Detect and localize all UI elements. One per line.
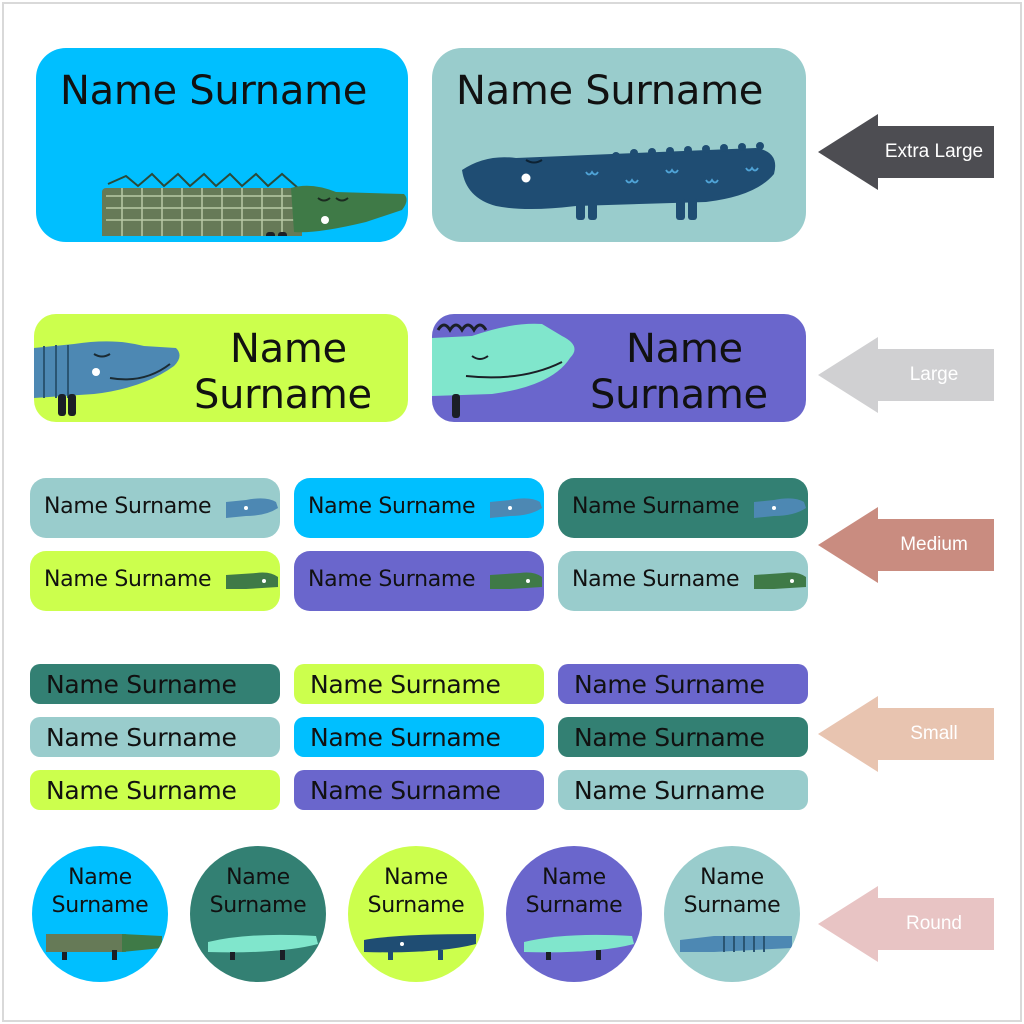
label-name-text: Name Surname [574, 670, 765, 699]
label-surname: Surname [683, 893, 781, 918]
size-arrow-small: Small [818, 696, 994, 772]
crocodile-illustration [102, 172, 407, 236]
crocodile-illustration [34, 341, 180, 416]
small-label: Name Surname [294, 664, 544, 704]
label-name-text: Name Surname [46, 723, 237, 752]
label-name-text: Name Surname [572, 567, 740, 592]
medium-label: Name Surname [294, 478, 544, 538]
crocodile-illustration [432, 323, 575, 418]
medium-label: Name Surname [558, 478, 808, 538]
round-label: Name Surname [348, 846, 484, 982]
label-surname: Surname [590, 372, 768, 418]
label-first-name: Name [626, 326, 743, 372]
round-label: Name Surname [32, 846, 168, 982]
large-label-purple: Name Surname [432, 314, 806, 422]
label-first-name: Name [700, 865, 764, 890]
label-name-text: Name Surname [310, 776, 501, 805]
small-label: Name Surname [30, 664, 280, 704]
label-first-name: Name [68, 865, 132, 890]
medium-label: Name Surname [30, 551, 280, 611]
small-label: Name Surname [30, 770, 280, 810]
small-label: Name Surname [30, 717, 280, 757]
round-label: Name Surname [190, 846, 326, 982]
label-name-text: Name Surname [456, 68, 764, 114]
crocodile-icon [490, 498, 542, 518]
small-label: Name Surname [294, 717, 544, 757]
round-label: Name Surname [664, 846, 800, 982]
label-name-text: Name Surname [46, 776, 237, 805]
small-label: Name Surname [294, 770, 544, 810]
crocodile-icon [46, 934, 162, 960]
label-surname: Surname [194, 372, 372, 418]
small-label: Name Surname [558, 770, 808, 810]
label-name-text: Name Surname [310, 670, 501, 699]
label-name-text: Name Surname [44, 494, 212, 519]
crocodile-icon [208, 934, 318, 960]
size-label: Extra Large [884, 141, 984, 162]
label-name-text: Name Surname [310, 723, 501, 752]
crocodile-icon [490, 572, 542, 589]
label-surname: Surname [367, 893, 465, 918]
crocodile-icon [524, 934, 634, 960]
label-name-text: Name Surname [308, 494, 476, 519]
label-name-text: Name Surname [574, 723, 765, 752]
label-first-name: Name [542, 865, 606, 890]
label-name-text: Name Surname [60, 68, 368, 114]
label-first-name: Name [384, 865, 448, 890]
crocodile-icon [226, 498, 278, 518]
crocodile-illustration [462, 142, 776, 220]
crocodile-icon [226, 572, 278, 589]
label-first-name: Name [230, 326, 347, 372]
label-first-name: Name [226, 865, 290, 890]
size-label: Small [910, 723, 958, 744]
crocodile-icon [364, 934, 476, 960]
size-arrow-extra-large: Extra Large [818, 114, 994, 190]
crocodile-icon [754, 498, 806, 518]
crocodile-icon [754, 572, 806, 589]
size-label: Large [909, 364, 959, 385]
label-name-text: Name Surname [308, 567, 476, 592]
label-name-text: Name Surname [574, 776, 765, 805]
small-label: Name Surname [558, 717, 808, 757]
xl-label-sage: Name Surname [432, 48, 806, 242]
size-arrow-large: Large [818, 337, 994, 413]
large-label-lime: Name Surname [34, 314, 408, 422]
label-name-text: Name Surname [46, 670, 237, 699]
medium-label: Name Surname [30, 478, 280, 538]
size-label: Round [906, 913, 962, 934]
size-arrow-medium: Medium [818, 507, 994, 583]
medium-label: Name Surname [294, 551, 544, 611]
label-surname: Surname [209, 893, 307, 918]
size-arrow-round: Round [818, 886, 994, 962]
label-surname: Surname [51, 893, 149, 918]
xl-label-blue: Name Surname [36, 48, 408, 242]
medium-label: Name Surname [558, 551, 808, 611]
round-label: Name Surname [506, 846, 642, 982]
label-name-text: Name Surname [44, 567, 212, 592]
small-label: Name Surname [558, 664, 808, 704]
label-name-text: Name Surname [572, 494, 740, 519]
size-label: Medium [900, 534, 968, 555]
crocodile-icon [680, 936, 792, 952]
label-surname: Surname [525, 893, 623, 918]
